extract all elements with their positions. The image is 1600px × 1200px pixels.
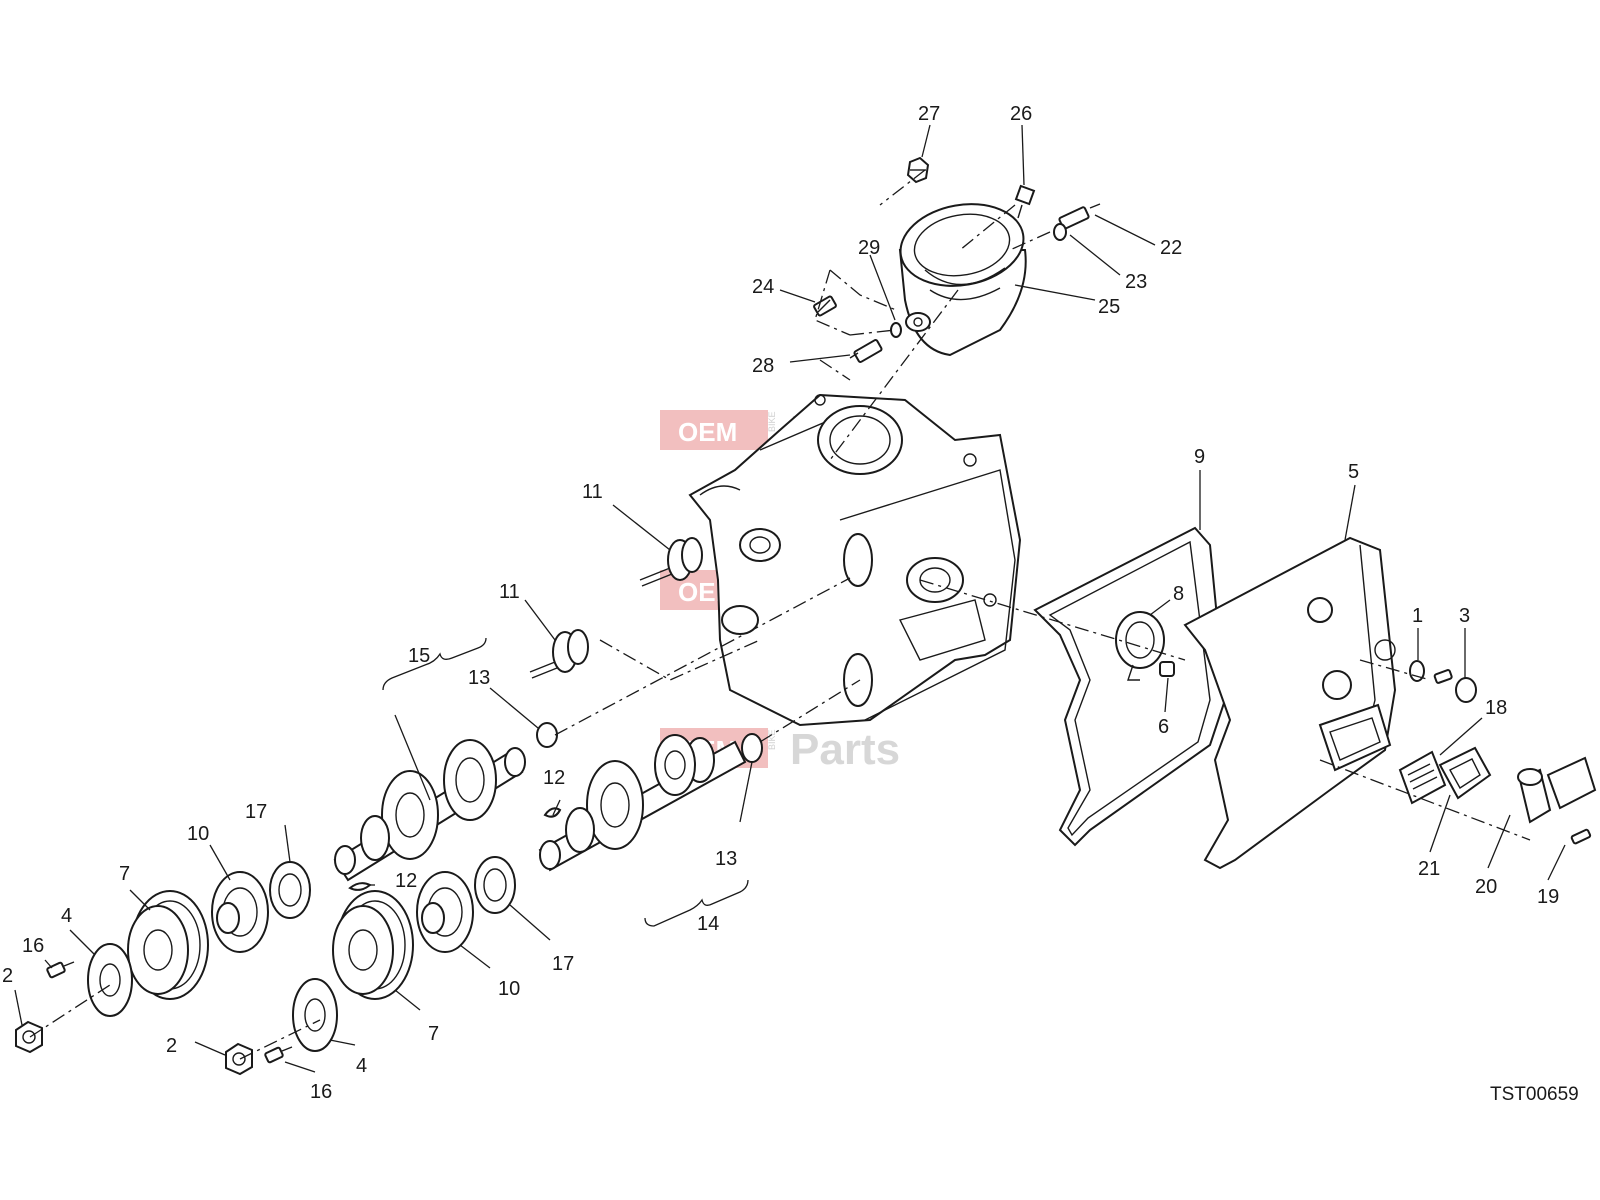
plug-11-lower <box>529 629 589 679</box>
hub-10-lower <box>416 871 474 953</box>
woodruff-key-12-upper <box>348 882 372 891</box>
callout-11-lower: 11 <box>499 581 520 603</box>
callout-19: 19 <box>1537 886 1559 908</box>
seal-17-lower <box>474 856 516 914</box>
plate-4-upper <box>87 943 133 1017</box>
callout-22: 22 <box>1160 237 1182 259</box>
callout-1: 1 <box>1412 605 1423 627</box>
callout-10-upper: 10 <box>187 823 209 845</box>
plate-4-lower <box>292 978 338 1052</box>
callout-16-upper: 16 <box>22 935 44 957</box>
plug-11-upper <box>639 537 703 587</box>
woodruff-key-12-lower <box>543 807 562 818</box>
bracket-14 <box>644 879 749 927</box>
callout-6: 6 <box>1158 716 1169 738</box>
callout-12-lower: 12 <box>395 870 417 892</box>
washer-1 <box>1409 660 1425 682</box>
nut-2-lower <box>225 1042 253 1076</box>
callout-13-lower: 13 <box>715 848 737 870</box>
leader-lines <box>14 124 1566 1073</box>
callout-15: 15 <box>408 645 430 667</box>
seal-8 <box>1115 611 1165 681</box>
callout-23: 23 <box>1125 271 1147 293</box>
cover-gasket <box>1033 526 1227 847</box>
callout-7-upper: 7 <box>119 863 130 885</box>
callout-7-lower: 7 <box>428 1023 439 1045</box>
callout-13-upper: 13 <box>468 667 490 689</box>
callout-12-upper: 12 <box>543 767 565 789</box>
nut-27 <box>906 156 930 184</box>
callout-11-upper: 11 <box>582 481 603 503</box>
dowel-pin-6 <box>1159 661 1175 677</box>
callout-2-lower: 2 <box>166 1035 177 1057</box>
gasket-21 <box>1438 746 1492 800</box>
screw-19 <box>1570 828 1592 845</box>
callout-10-lower: 10 <box>498 978 520 1000</box>
hub-10-upper <box>211 871 269 953</box>
callout-20: 20 <box>1475 876 1497 898</box>
callout-28: 28 <box>752 355 774 377</box>
callout-18: 18 <box>1485 697 1507 719</box>
cylinder-head <box>688 393 1022 727</box>
fitting-28 <box>849 339 883 363</box>
oring-13-upper <box>536 722 558 748</box>
camshaft-15 <box>333 739 526 882</box>
camshaft-14 <box>538 734 747 872</box>
oring-13-lower <box>741 733 763 763</box>
callout-24: 24 <box>752 276 774 298</box>
watermark-parts-text: Parts <box>790 725 900 774</box>
callout-27: 27 <box>918 103 940 125</box>
screw-3 <box>1433 669 1477 703</box>
callout-8: 8 <box>1173 583 1184 605</box>
callout-14: 14 <box>697 913 719 935</box>
sensor-22 <box>1058 203 1101 230</box>
screw-16-upper <box>46 961 75 979</box>
washer-23 <box>1053 223 1067 241</box>
filter-18 <box>1398 750 1447 805</box>
callout-9: 9 <box>1194 446 1205 468</box>
head-cover <box>1183 536 1397 870</box>
screw-26 <box>1014 184 1036 219</box>
pulley-7-upper <box>127 890 209 1000</box>
callout-3: 3 <box>1459 605 1470 627</box>
bracket-15 <box>382 637 487 691</box>
callout-4-lower: 4 <box>356 1055 367 1077</box>
callout-25: 25 <box>1098 296 1120 318</box>
callout-17-lower: 17 <box>552 953 574 975</box>
watermark-bike-text: BIKE <box>767 729 777 750</box>
seal-17-upper <box>269 861 311 919</box>
callout-17-upper: 17 <box>245 801 267 823</box>
assembly-axes <box>29 169 1531 1060</box>
stud-24 <box>813 295 837 317</box>
washer-29 <box>890 322 902 338</box>
watermark-oem-text: OEM <box>678 417 737 447</box>
watermark-bike-text: BIKE <box>767 411 777 432</box>
callout-2-upper: 2 <box>2 965 13 987</box>
callout-21: 21 <box>1418 858 1440 880</box>
pulley-7-lower <box>332 890 414 1000</box>
breather-20 <box>1517 756 1597 824</box>
screw-16-lower <box>264 1046 293 1064</box>
callout-29: 29 <box>858 237 880 259</box>
diagram-reference-code: TST00659 <box>1490 1084 1579 1105</box>
callout-26: 26 <box>1010 103 1032 125</box>
callout-labels: 27 26 22 23 25 29 24 28 11 11 15 13 12 1… <box>2 103 1559 1103</box>
callout-16-lower: 16 <box>310 1081 332 1103</box>
callout-5: 5 <box>1348 461 1359 483</box>
callout-4-upper: 4 <box>61 905 72 927</box>
intake-flange <box>898 203 1027 357</box>
nut-2-upper <box>15 1020 43 1054</box>
